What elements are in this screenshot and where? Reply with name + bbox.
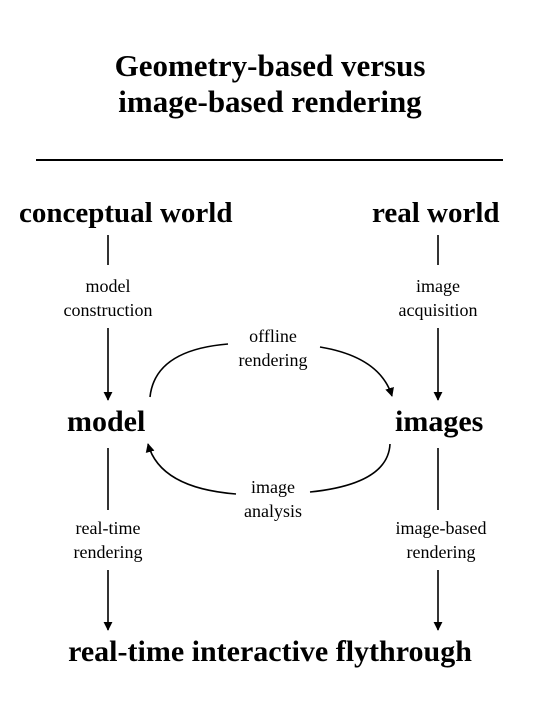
- node-model: model: [67, 405, 146, 438]
- label-image-analysis-line-2: analysis: [244, 501, 302, 521]
- node-real-world: real world: [372, 197, 500, 229]
- label-image-analysis-line-1: image: [251, 477, 295, 497]
- label-realtime-rendering-line-1: real-time: [75, 518, 141, 538]
- diagram-title: Geometry-based versus image-based render…: [0, 48, 540, 120]
- label-offline-rendering-line-2: rendering: [238, 350, 308, 370]
- label-image-analysis: image analysis: [213, 475, 333, 523]
- node-conceptual-world: conceptual world: [19, 197, 233, 229]
- label-image-acquisition-line-2: acquisition: [398, 300, 478, 320]
- label-realtime-rendering: real-time rendering: [48, 516, 168, 564]
- label-image-acquisition: image acquisition: [378, 274, 498, 322]
- node-flythrough: real-time interactive flythrough: [68, 635, 472, 668]
- label-image-acquisition-line-1: image: [416, 276, 460, 296]
- label-image-based-rendering: image-based rendering: [381, 516, 501, 564]
- label-offline-rendering: offline rendering: [213, 324, 333, 372]
- label-model-construction: model construction: [48, 274, 168, 322]
- arc-offline-rendering-left: [149, 343, 229, 398]
- label-offline-rendering-line-1: offline: [249, 326, 297, 346]
- arc-image-analysis-right: [309, 443, 391, 493]
- title-line-2: image-based rendering: [118, 84, 422, 119]
- label-model-construction-line-2: construction: [63, 300, 153, 320]
- title-line-1: Geometry-based versus: [114, 48, 426, 83]
- label-model-construction-line-1: model: [85, 276, 131, 296]
- arrow-image-analysis: [145, 443, 237, 495]
- title-divider: [36, 159, 503, 161]
- label-image-based-rendering-line-2: rendering: [406, 542, 476, 562]
- arrow-offline-rendering: [319, 346, 394, 397]
- node-images: images: [395, 405, 484, 438]
- label-realtime-rendering-line-2: rendering: [73, 542, 143, 562]
- label-image-based-rendering-line-1: image-based: [395, 518, 487, 538]
